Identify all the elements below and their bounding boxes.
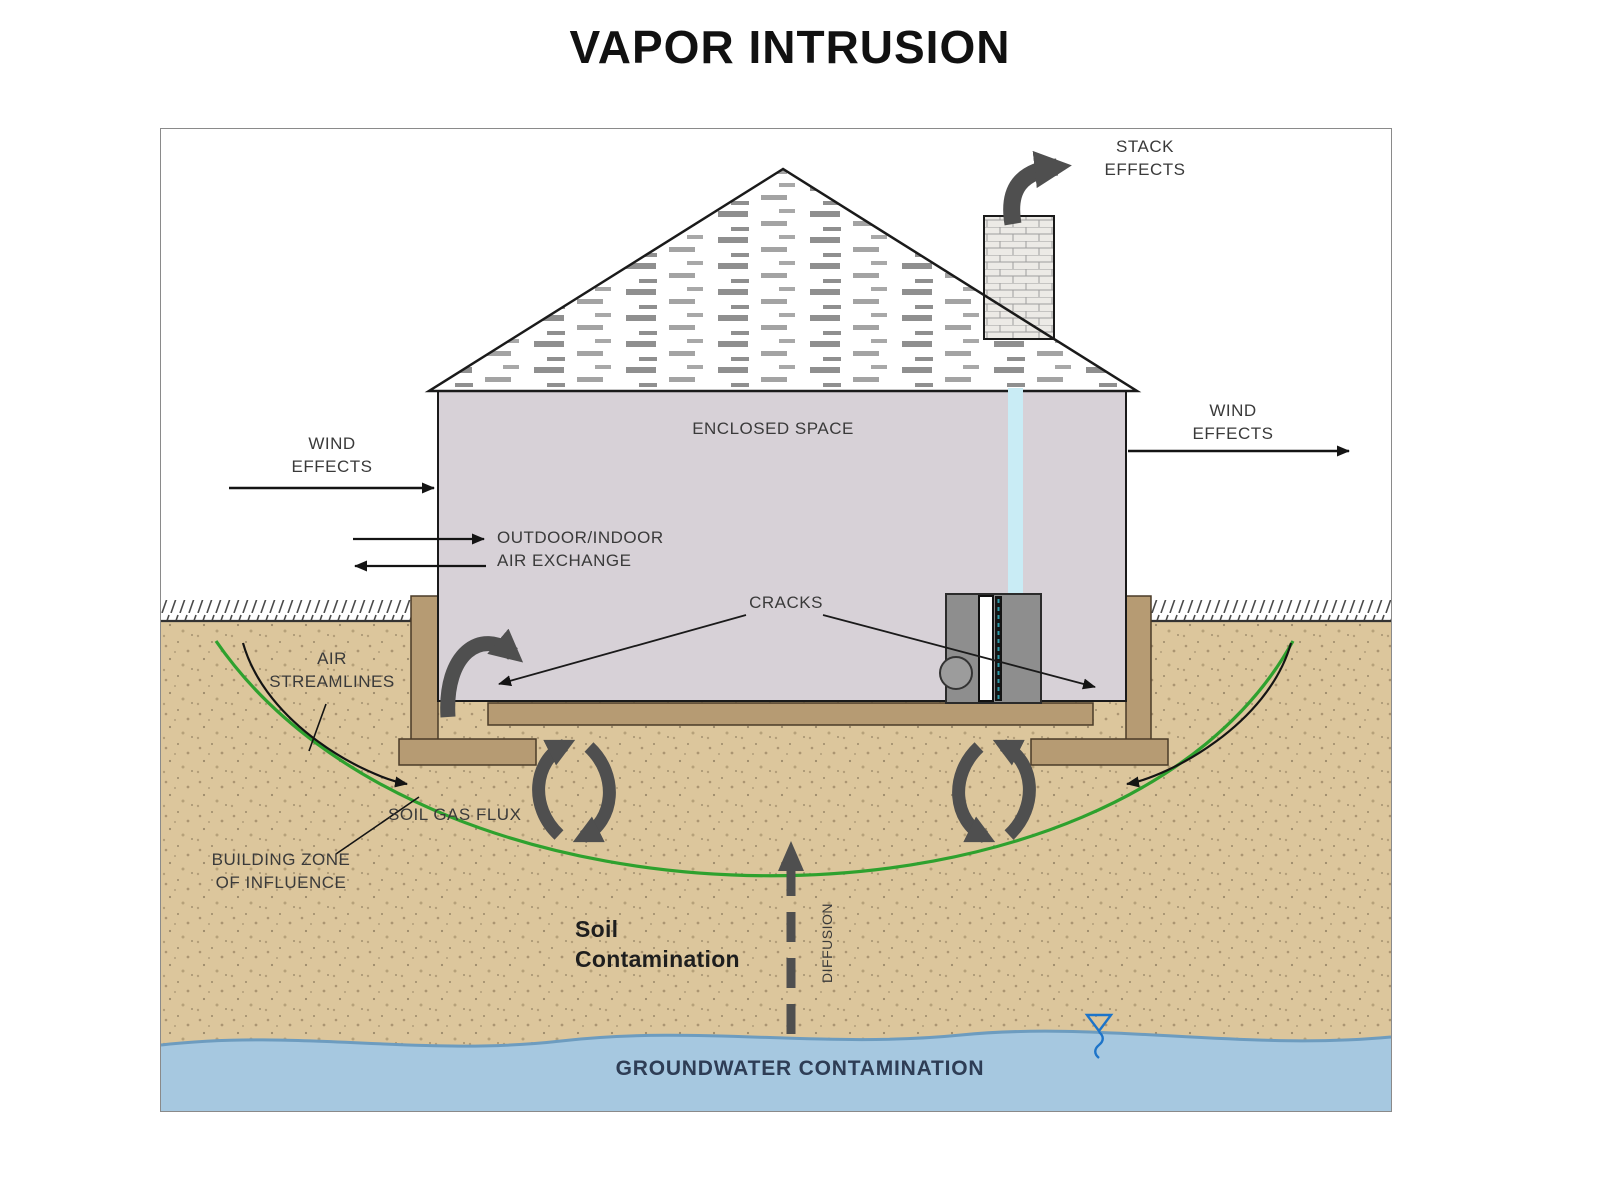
label-soil-contamination: Soil Contamination [575, 916, 740, 972]
label-air-exchange: OUTDOOR/INDOOR AIR EXCHANGE [497, 528, 664, 570]
crack-entry-arrow [440, 628, 524, 718]
groundwater-region [161, 1031, 1391, 1111]
soil-gas-swirl-right-up [992, 739, 1036, 840]
roof-outline [424, 167, 1142, 393]
building-zone-pointer-line [335, 796, 420, 855]
soil-gas-swirl-left-down [572, 742, 616, 843]
label-building-zone: BUILDING ZONE OF INFLUENCE [211, 850, 351, 892]
air-streamline-left-arrow [241, 642, 408, 788]
cracks-pointer-left [498, 614, 747, 687]
label-diffusion: DIFFUSION [819, 903, 835, 983]
diagram-svg [161, 150, 1391, 1111]
water-table-line [161, 1029, 1391, 1048]
footing-right [1030, 738, 1169, 766]
air-streamline-right-arrow [1126, 642, 1293, 788]
label-enclosed-space: ENCLOSED SPACE [692, 419, 854, 438]
label-cracks: CRACKS [749, 593, 823, 612]
label-groundwater-contamination: GROUNDWATER CONTAMINATION [615, 1057, 985, 1080]
label-air-streamlines: AIR STREAMLINES [269, 649, 395, 691]
air-streamlines-pointer-line [308, 703, 327, 752]
foundation-stem-right [1125, 595, 1152, 743]
vent-pipe [1008, 388, 1023, 593]
water-table-symbol [1084, 1013, 1114, 1059]
label-wind-effects-left: WIND EFFECTS [291, 434, 373, 476]
cracks-pointer-right [822, 614, 1096, 690]
furnace-panel [978, 595, 994, 702]
surface-hatch-right [1151, 600, 1391, 621]
building-zone-line [214, 640, 1295, 878]
diagram-frame [160, 128, 1392, 1112]
floor-slab [487, 702, 1094, 726]
footing-left [398, 738, 537, 766]
label-soil-gas-flux: SOIL GAS FLUX [388, 805, 522, 824]
page-title: VAPOR INTRUSION [569, 21, 1011, 73]
chimney [983, 215, 1055, 340]
roof-shingles [429, 169, 1137, 391]
label-stack-effects: STACK EFFECTS [1104, 137, 1186, 179]
label-wind-effects-right: WIND EFFECTS [1192, 401, 1274, 443]
surface-hatch-left [161, 600, 411, 621]
furnace-blower [939, 656, 973, 690]
soil-gas-swirl-right-down [952, 742, 996, 843]
soil-gas-swirl-left-up [532, 739, 576, 840]
stack-effect-arrow [1003, 150, 1072, 226]
